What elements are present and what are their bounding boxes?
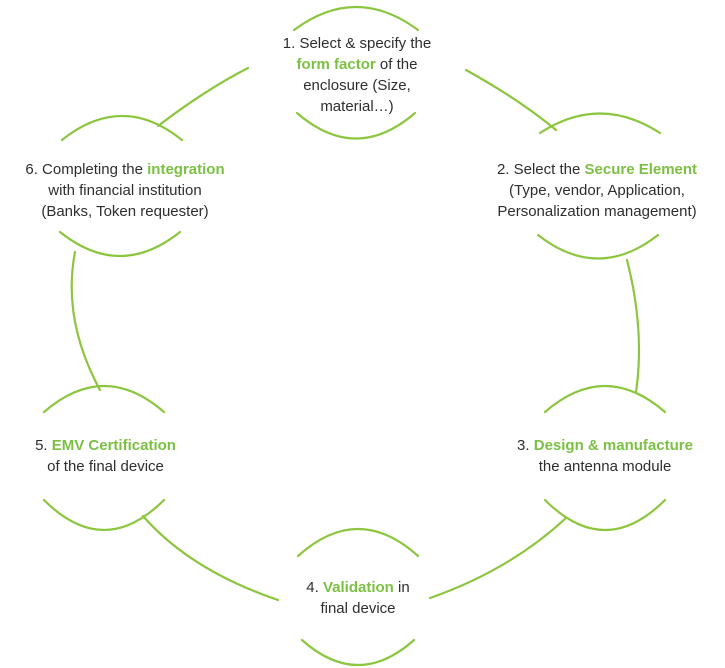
node-2-bottom-arc [536,233,660,260]
step-1-line-3: enclosure (Size, [303,77,411,94]
node-6-top-arc [60,114,184,142]
step-2-line-2: (Type, vendor, Application, [509,182,685,199]
node-5-top-arc [42,385,166,414]
connector-2-3 [625,258,641,394]
step-4-label: 4. Validation in final device [268,577,448,619]
step-5-label: 5. EMV Certification of the final device [8,435,203,477]
step-5-line-1: 5. EMV Certification [35,437,176,454]
node-1-bottom-arc [295,111,417,140]
connector-6-1 [156,66,250,128]
step-4-line-2: final device [320,600,396,617]
connector-5-6 [70,250,102,392]
step-4-line-1: 4. Validation in [306,579,410,596]
step-1-line-4: material…) [320,98,394,115]
node-5-bottom-arc [42,498,166,531]
step-5-line-2: of the final device [47,458,164,475]
step-3-line-1: 3. Design & manufacture [517,437,693,454]
node-2-top-arc [538,112,662,135]
node-3-bottom-arc [543,498,667,531]
step-6-line-1: 6. Completing the integration [25,161,225,178]
connector-3-4 [428,516,568,600]
connector-4-5 [141,514,280,602]
node-4-bottom-arc [300,638,416,667]
step-6-line-3: (Banks, Token requester) [41,203,209,220]
step-2-label: 2. Select the Secure Element (Type, vend… [477,159,717,222]
node-1-top-arc [292,6,420,32]
step-6-line-2: with financial institution [48,182,202,199]
step-3-label: 3. Design & manufacture the antenna modu… [495,435,715,477]
step-2-line-3: Personalization management) [497,203,697,220]
step-2-line-1: 2. Select the Secure Element [496,161,698,178]
step-6-label: 6. Completing the integration with finan… [5,159,245,222]
step-1-line-1: 1. Select & specify the [282,35,432,52]
node-3-top-arc [543,385,667,414]
step-1-label: 1. Select & specify the form factor of t… [250,33,464,117]
node-6-bottom-arc [58,230,182,258]
step-3-line-2: the antenna module [538,458,672,475]
connector-1-2 [464,68,558,132]
node-4-top-arc [296,528,420,558]
step-1-line-2: form factor of the [296,56,418,73]
